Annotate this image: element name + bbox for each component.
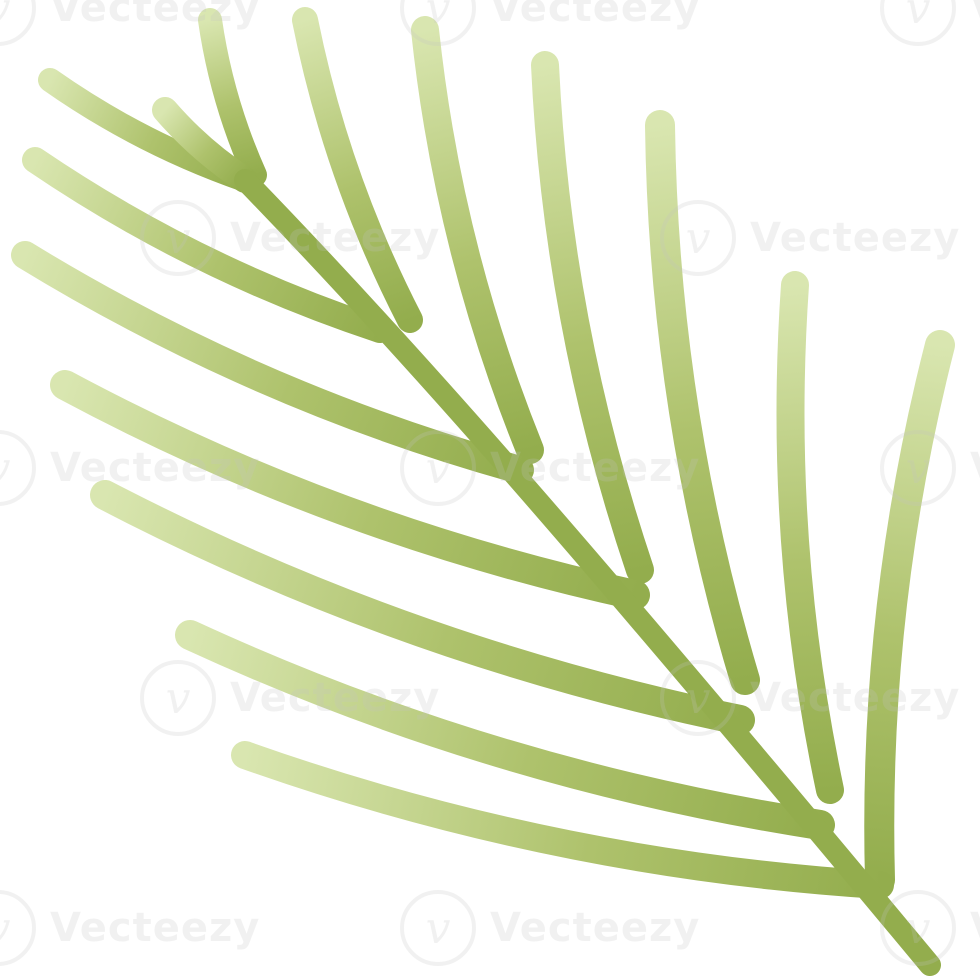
leaf-stem xyxy=(234,169,941,976)
leaf-needle xyxy=(90,480,755,735)
leaf-needle xyxy=(152,97,258,193)
leaf-needle xyxy=(292,7,423,333)
leaf-needle xyxy=(175,620,835,840)
leaf-needle xyxy=(864,330,955,895)
leaf-needle xyxy=(50,370,650,610)
leaf-needle xyxy=(645,110,760,695)
leaf-needle xyxy=(22,147,393,343)
leaf-needle xyxy=(198,8,267,187)
leaf-needles xyxy=(11,7,955,899)
leaf-needle xyxy=(231,741,894,899)
leaf-needle xyxy=(11,241,534,484)
leaf-needle xyxy=(776,271,844,804)
leaf-needle xyxy=(411,16,544,464)
leaf-needle xyxy=(531,51,654,584)
